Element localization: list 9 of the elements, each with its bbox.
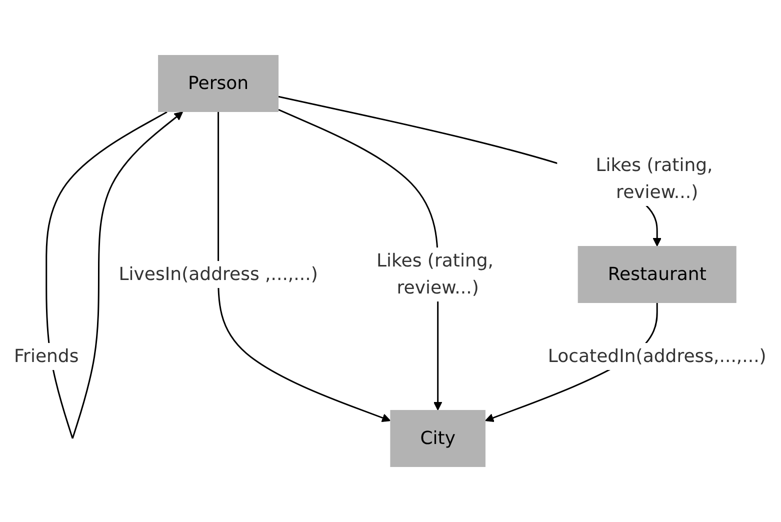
edge-label: LivesIn(address ,...,...) (119, 264, 318, 285)
edge-label: LocatedIn(address,...,...) (548, 346, 767, 367)
node-box: City (390, 410, 486, 467)
node-box: Restaurant (578, 246, 737, 303)
edge-label: Likes (rating, review...) (376, 250, 494, 298)
edge-label: Friends (14, 346, 80, 367)
edge-label: Likes (rating, review...) (596, 154, 714, 203)
arrow (218, 112, 391, 422)
node-box: Person (158, 55, 279, 112)
